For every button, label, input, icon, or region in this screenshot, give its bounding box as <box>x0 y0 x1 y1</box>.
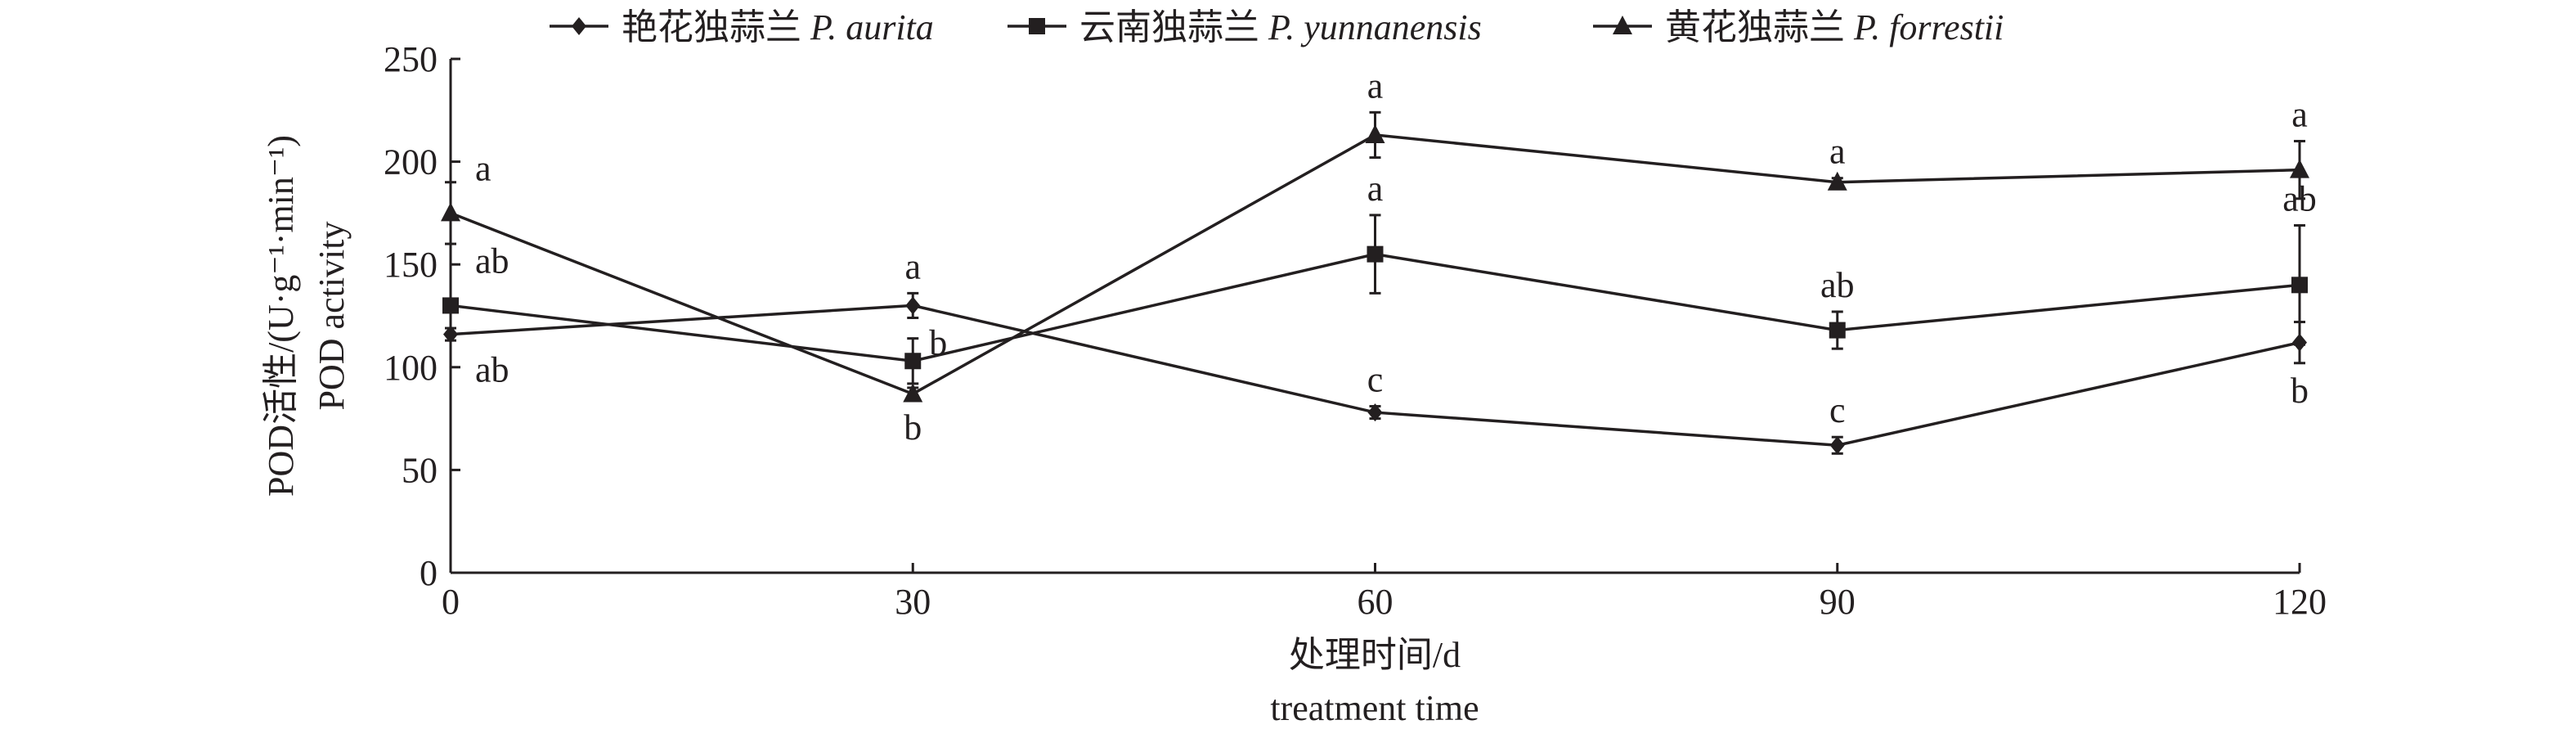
significance-letter: a <box>904 246 921 286</box>
axes: 0 50 100 150 200 250 0 30 60 90 120 <box>384 39 2327 622</box>
series-diamond: ab a c c b <box>443 246 2309 455</box>
data-point-triangle <box>1827 171 1847 191</box>
significance-letter: b <box>904 407 922 448</box>
y-tick-label: 100 <box>384 348 438 388</box>
legend-label: 艳花独蒜兰 P. aurita <box>622 7 934 47</box>
y-tick-label: 250 <box>384 39 438 79</box>
data-point-square <box>1829 322 1846 339</box>
significance-letter: b <box>929 322 947 362</box>
significance-letter: ab <box>475 241 509 281</box>
significance-letter: a <box>1829 132 1846 172</box>
significance-letter: c <box>1829 390 1846 430</box>
data-point-triangle <box>441 202 460 222</box>
legend-triangle-icon <box>1613 16 1632 34</box>
y-tick-label: 150 <box>384 245 438 285</box>
significance-letter: a <box>2291 94 2308 134</box>
x-tick-label: 120 <box>2273 582 2327 622</box>
significance-letter: b <box>2291 371 2309 411</box>
x-tick-label: 60 <box>1358 582 1393 622</box>
legend-name-cn: 云南独蒜兰 <box>1079 7 1268 47</box>
data-point-square <box>2291 277 2308 294</box>
data-point-triangle <box>2290 159 2309 178</box>
significance-letter: a <box>1367 169 1384 209</box>
series-layer: abaccbabbaabababaaa <box>441 65 2317 455</box>
data-point-triangle <box>903 383 923 403</box>
legend-name-cn: 艳花独蒜兰 <box>622 7 810 47</box>
legend-name-latin: P. forrestii <box>1853 7 2004 47</box>
x-axis-title-en: treatment time <box>1270 688 1479 728</box>
legend-name-latin: P. yunnanensis <box>1268 7 1482 47</box>
legend-item-diamond: 艳花独蒜兰 P. aurita <box>550 7 934 47</box>
legend-name-cn: 黄花独蒜兰 <box>1665 7 1854 47</box>
x-axis-title: 处理时间/d <box>1289 635 1461 675</box>
data-point-diamond <box>1367 403 1383 422</box>
significance-letter: ab <box>475 350 509 390</box>
legend-name-latin: P. aurita <box>810 7 934 47</box>
x-tick-label: 90 <box>1820 582 1856 622</box>
y-tick-label: 50 <box>402 450 438 490</box>
legend-item-square: 云南独蒜兰 P. yunnanensis <box>1008 7 1482 47</box>
significance-letter: a <box>1367 65 1384 106</box>
data-point-diamond <box>1829 436 1845 455</box>
significance-letter: ab <box>1820 265 1855 305</box>
data-point-diamond <box>905 296 921 315</box>
legend-item-triangle: 黄花独蒜兰 P. forrestii <box>1593 7 2004 47</box>
legend-diamond-icon <box>572 17 586 35</box>
y-axis-title-en: POD activity <box>312 222 352 411</box>
data-point-diamond <box>443 325 458 344</box>
data-point-square <box>442 297 459 314</box>
y-tick-label: 200 <box>384 142 438 182</box>
data-point-square <box>1367 245 1384 263</box>
y-tick-label: 0 <box>420 553 438 593</box>
legend-label: 黄花独蒜兰 P. forrestii <box>1665 7 2004 47</box>
legend-square-icon <box>1029 18 1045 34</box>
y-axis-title: POD活性/(U·g⁻¹·min⁻¹) <box>261 135 301 497</box>
legend-label: 云南独蒜兰 P. yunnanensis <box>1079 7 1482 47</box>
x-tick-label: 0 <box>442 582 460 622</box>
legend: 艳花独蒜兰 P. aurita 云南独蒜兰 P. yunnanensis 黄花独蒜兰… <box>550 7 2004 47</box>
data-point-square <box>904 353 922 370</box>
significance-letter: c <box>1367 360 1384 400</box>
significance-letter: a <box>475 148 491 188</box>
x-tick-label: 30 <box>895 582 931 622</box>
data-point-triangle <box>1365 124 1385 143</box>
